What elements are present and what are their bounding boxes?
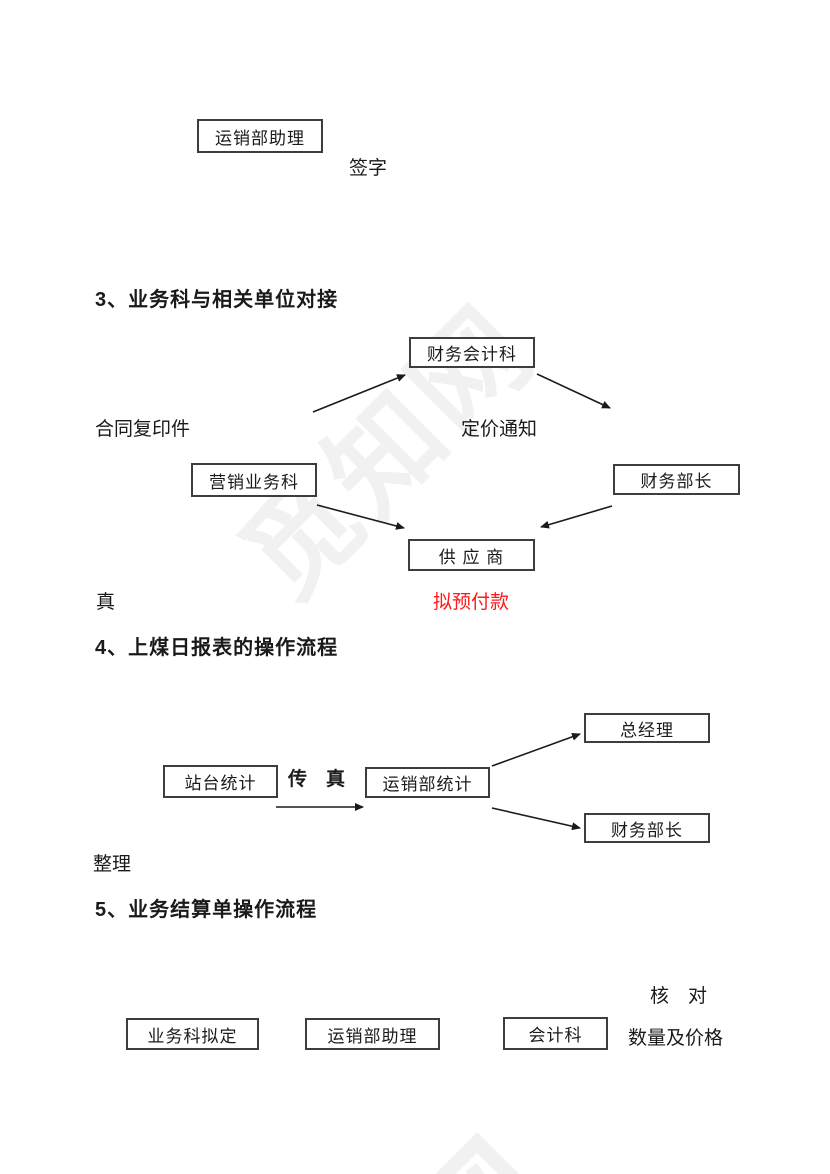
prepayment-label: 拟预付款 [433,592,510,613]
sign-label: 签字 [349,158,388,179]
check-label: 核 对 [650,986,708,1007]
section4-heading: 4、上煤日报表的操作流程 [95,637,339,659]
organize-label: 整理 [93,854,132,875]
section3-heading: 3、业务科与相关单位对接 [95,289,339,311]
fax-label: 传 真 [288,769,346,790]
flow-box-finance-accounting: 财务会计科 [409,337,535,368]
flow-box-marketing-business: 营销业务科 [191,463,317,497]
flow-box-business-dept-draft: 业务科拟定 [126,1018,259,1050]
true-note-label: 真 [96,592,116,613]
section5-heading: 5、业务结算单操作流程 [95,899,318,921]
flow-box-supplier: 供 应 商 [408,539,535,571]
flow-box-finance-minister-2: 财务部长 [584,813,710,843]
flow-box-transport-dept-stats: 运销部统计 [365,767,490,798]
flow-box-finance-minister: 财务部长 [613,464,740,495]
flow-box-general-manager: 总经理 [584,713,710,743]
pricing-notice-label: 定价通知 [461,419,538,440]
flow-box-accounting-dept: 会计科 [503,1017,608,1050]
quantity-price-label: 数量及价格 [628,1028,724,1049]
flow-box-transport-assistant-top: 运销部助理 [197,119,323,153]
flow-box-station-stats: 站台统计 [163,765,278,798]
flow-box-transport-assistant: 运销部助理 [305,1018,440,1050]
contract-copy-label: 合同复印件 [95,419,191,440]
